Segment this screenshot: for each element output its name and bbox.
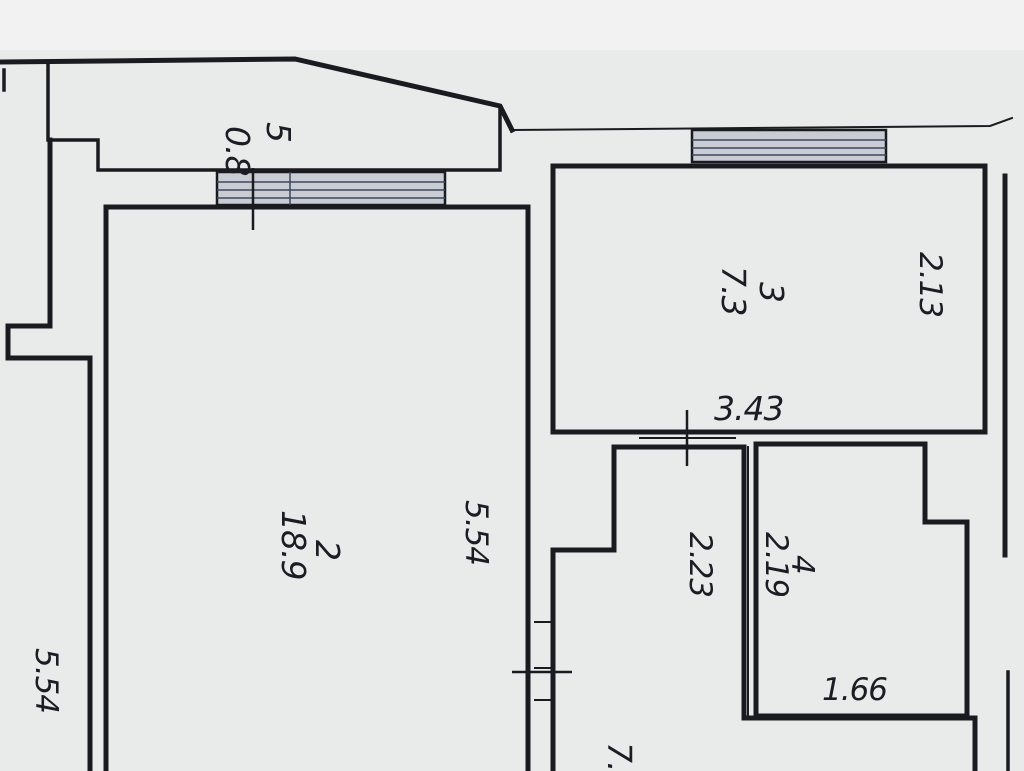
bedroom-width-dim: 3.43 — [714, 389, 783, 428]
hall-walls — [512, 410, 747, 771]
bathroom-number: 4 — [784, 555, 820, 574]
bathroom-width-dim: 1.66 — [822, 672, 887, 708]
bathroom-lower-wall — [743, 715, 978, 771]
bedroom-window — [690, 128, 888, 164]
bedroom-area: 7.3 — [714, 266, 753, 315]
lower-room-area: 7.9 — [600, 742, 639, 771]
left-depth-dim: 5.54 — [28, 648, 64, 713]
entry-door-stubs — [534, 621, 551, 701]
left-outer-wall — [5, 137, 93, 771]
bathroom-area: 2.19 — [758, 532, 794, 597]
bedroom-number: 3 — [752, 282, 791, 302]
living-number: 2 — [308, 540, 347, 560]
hall-outline — [550, 444, 747, 771]
living-depth-dim: 5.54 — [458, 500, 494, 565]
balcony-area: 0.8 — [218, 126, 257, 175]
living-room-walls — [103, 204, 531, 771]
hall-dim: 2.23 — [682, 532, 718, 597]
balcony-wall — [46, 60, 502, 172]
paper-top-margin — [0, 0, 1024, 50]
balcony-number: 5 — [259, 122, 298, 142]
room-labels: 0.8 5 18.9 2 5.54 5.54 7.3 3 2.13 3.43 2… — [28, 122, 948, 771]
exterior-walls — [0, 56, 1014, 771]
bedroom-walls — [550, 163, 1008, 558]
bathroom-walls — [743, 441, 1010, 771]
bedroom-outline — [550, 163, 988, 435]
outer-wall-top — [0, 56, 516, 134]
living-window — [215, 170, 447, 207]
living-room-outline — [103, 204, 531, 771]
bedroom-depth-dim: 2.13 — [912, 252, 948, 317]
living-area: 18.9 — [274, 510, 313, 579]
top-right-wall — [510, 116, 1014, 132]
